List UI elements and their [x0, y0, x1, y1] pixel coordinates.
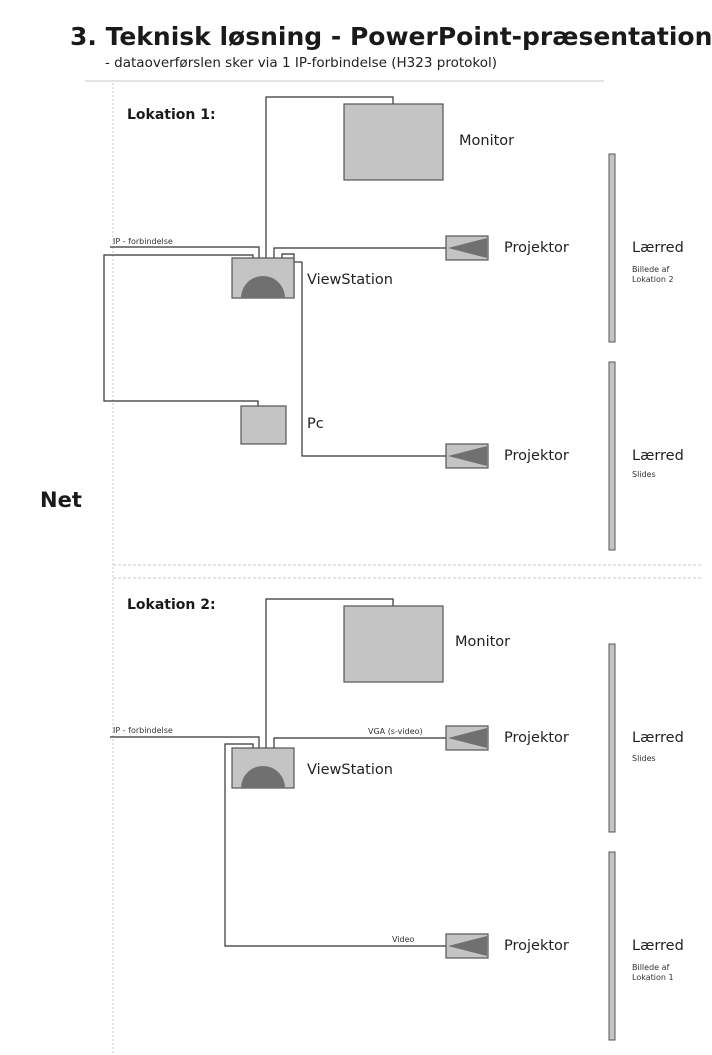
l1-monitor-box	[343, 103, 444, 181]
l1-projector-bottom-beam-shape	[448, 446, 487, 466]
wire-l1-projector-top	[273, 247, 446, 258]
wire-l2-projector-bottom	[224, 743, 446, 947]
l2-screen-bottom	[608, 851, 616, 1041]
l1-viewstation-label: ViewStation	[307, 272, 393, 288]
l2-projector-bottom-label: Projektor	[504, 938, 569, 954]
l2-screen-top	[608, 643, 616, 833]
l2-projector-top-beam-shape	[448, 728, 487, 748]
location-1-title: Lokation 1:	[127, 107, 216, 123]
page-title: 3. Teknisk løsning - PowerPoint-præsenta…	[70, 22, 712, 51]
l2-screen-top-note: Slides	[632, 754, 656, 763]
wire-l2-ip-network	[110, 736, 260, 748]
l2-projector-bottom-beam-shape	[448, 936, 487, 956]
l1-pc-label: Pc	[307, 416, 324, 432]
l2-monitor-label: Monitor	[455, 634, 511, 650]
wire-l2-projector-top	[273, 737, 446, 748]
l2-vga-cable-label: VGA (s-video)	[368, 727, 423, 736]
l1-screen-top	[608, 153, 616, 343]
l1-screen-bottom-label: Lærred	[632, 448, 684, 464]
wire-l1-projector-bottom-2	[301, 298, 446, 457]
l1-screen-top-note-line1: Billede af	[632, 265, 670, 274]
l2-ip-connection-label: IP - forbindelse	[113, 726, 173, 735]
l1-viewstation-lens-shape	[241, 276, 285, 298]
l2-projector-top-label: Projektor	[504, 730, 569, 746]
l2-screen-bottom-note-line2: Lokation 1	[632, 973, 674, 982]
l1-screen-bottom	[608, 361, 616, 551]
net-label: Net	[40, 488, 82, 512]
l2-screen-bottom-note-line1: Billede af	[632, 963, 670, 972]
l2-monitor-box	[343, 605, 444, 683]
l1-monitor-label: Monitor	[459, 133, 515, 149]
l1-pc-box	[240, 405, 287, 445]
wire-l1-monitor	[265, 96, 394, 258]
l1-projector-top-label: Projektor	[504, 240, 569, 256]
l1-screen-bottom-note: Slides	[632, 470, 656, 479]
l1-screen-top-note-line2: Lokation 2	[632, 275, 674, 284]
l2-video-cable-label: Video	[392, 935, 415, 944]
wire-l1-pc	[103, 254, 259, 406]
l2-viewstation-label: ViewStation	[307, 762, 393, 778]
l1-projector-bottom-label: Projektor	[504, 448, 569, 464]
wire-l2-monitor	[265, 598, 394, 748]
wire-l1-ip-network	[110, 246, 260, 258]
l2-screen-bottom-label: Lærred	[632, 938, 684, 954]
l1-projector-top-beam-shape	[448, 238, 487, 258]
l2-viewstation-lens-shape	[241, 766, 285, 788]
page-subtitle: - dataoverførslen sker via 1 IP-forbinde…	[105, 55, 497, 71]
location-2-title: Lokation 2:	[127, 597, 216, 613]
l1-ip-connection-label: IP - forbindelse	[113, 237, 173, 246]
l2-screen-top-label: Lærred	[632, 730, 684, 746]
l1-screen-top-label: Lærred	[632, 240, 684, 256]
